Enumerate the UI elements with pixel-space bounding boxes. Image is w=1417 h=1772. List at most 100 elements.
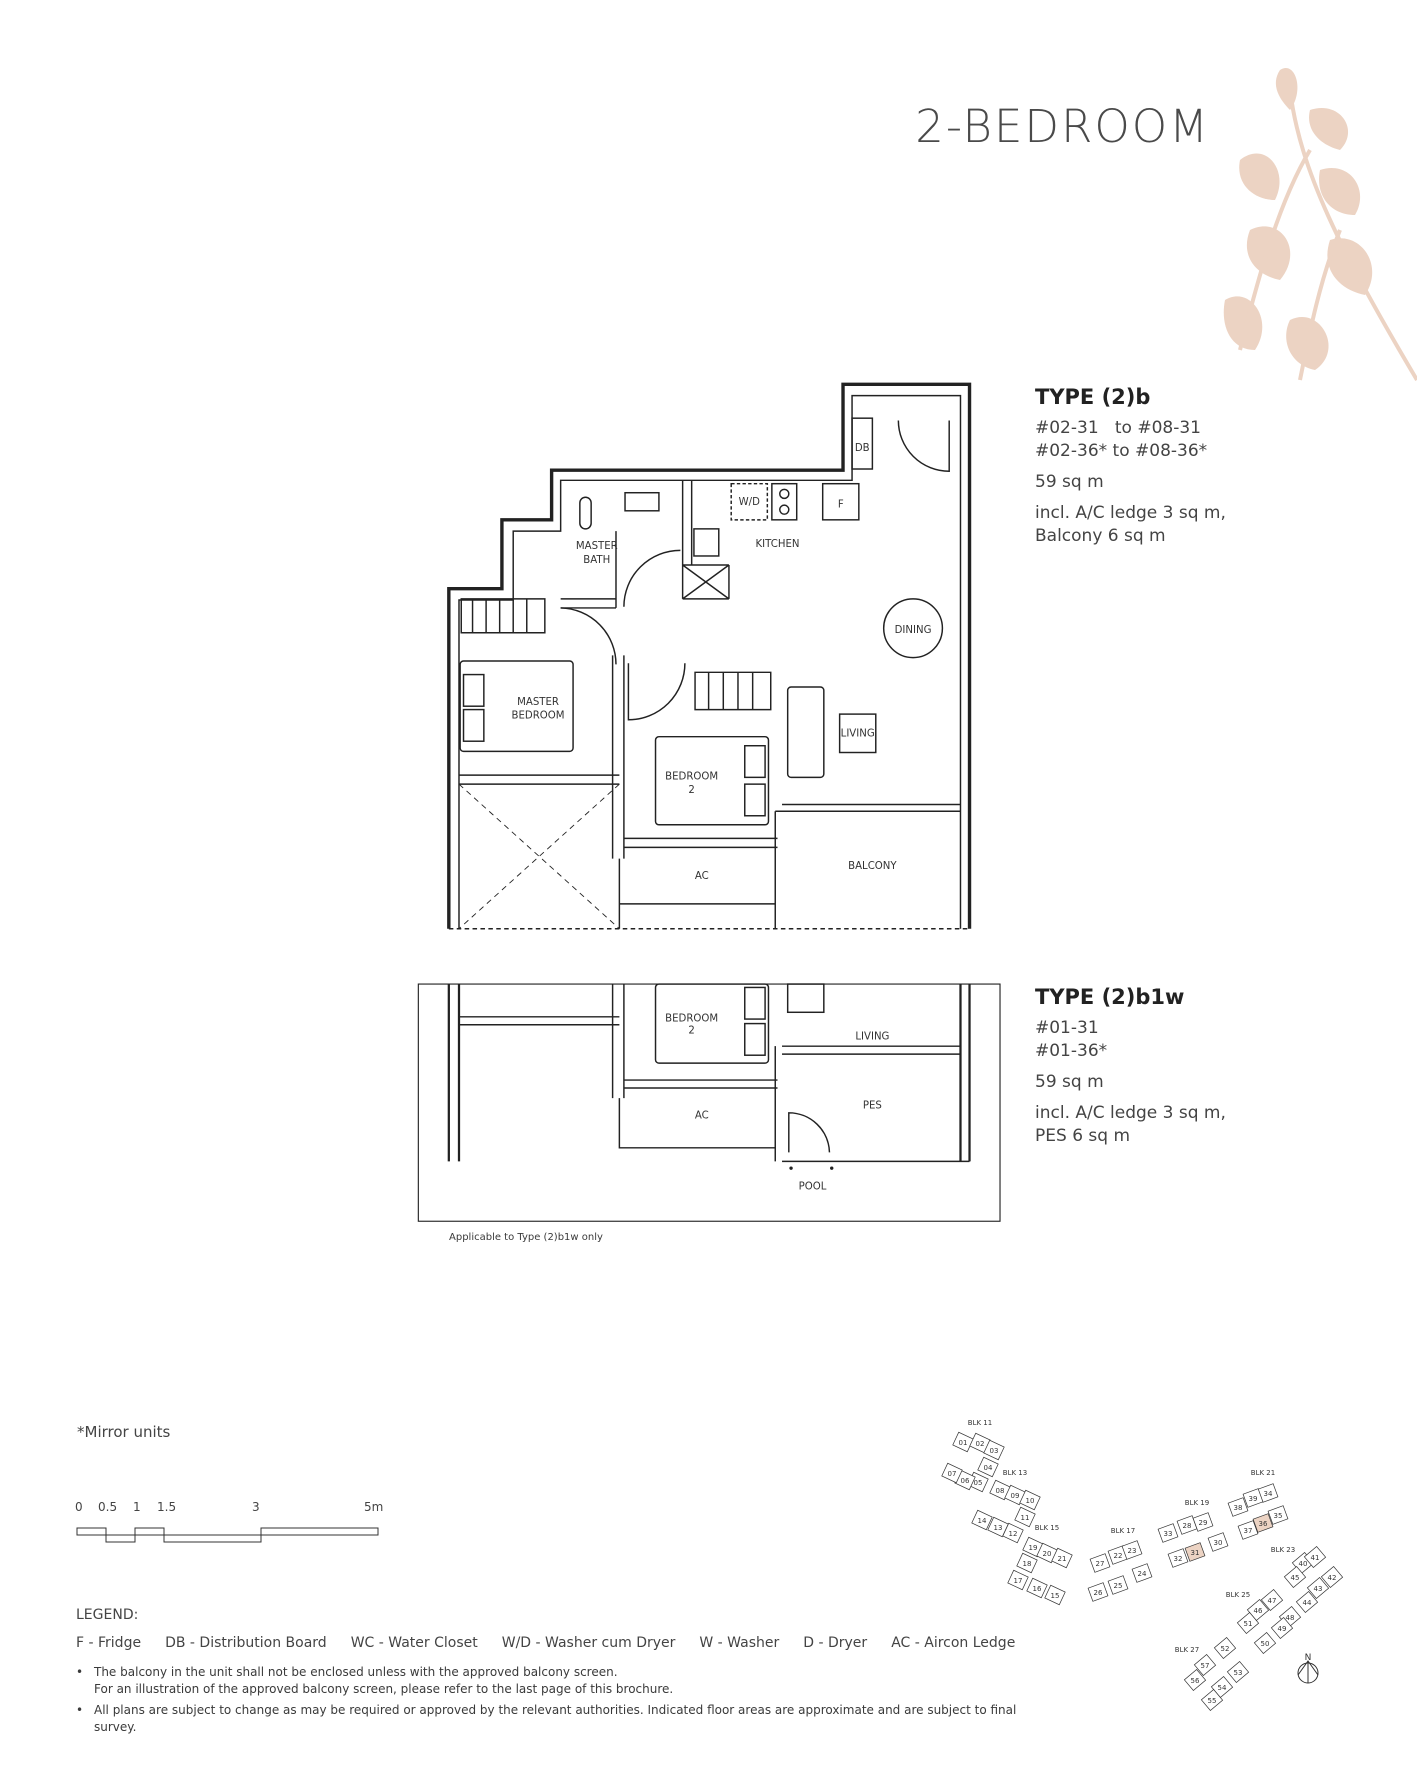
key-plan-unit-51: 51	[1236, 1612, 1260, 1634]
key-plan-unit-03: 03	[983, 1439, 1005, 1461]
svg-text:25: 25	[1114, 1582, 1123, 1590]
svg-text:54: 54	[1218, 1684, 1227, 1692]
key-plan-unit-50: 50	[1253, 1632, 1277, 1654]
legend-item: D - Dryer	[803, 1635, 868, 1651]
svg-text:10: 10	[1026, 1497, 1035, 1505]
svg-text:33: 33	[1164, 1530, 1173, 1538]
key-plan-unit-53: 53	[1226, 1661, 1250, 1683]
legend-heading: LEGEND:	[76, 1607, 139, 1623]
svg-text:20: 20	[1043, 1550, 1052, 1558]
svg-text:47: 47	[1268, 1597, 1277, 1605]
type-name: TYPE (2)b1w	[1035, 985, 1185, 1009]
unit-range: #01-31	[1035, 1018, 1099, 1038]
scale-tick: 5m	[364, 1500, 384, 1514]
area-incl: Balcony 6 sq m	[1035, 526, 1166, 546]
svg-text:53: 53	[1234, 1669, 1243, 1677]
note: All plans are subject to change as may b…	[76, 1702, 1056, 1736]
label-bedroom2: BEDROOM	[665, 772, 718, 783]
key-plan-unit-10: 10	[1019, 1489, 1041, 1511]
unit-range: #02-36* to #08-36*	[1035, 441, 1208, 461]
key-plan-unit-42: 42	[1320, 1566, 1344, 1588]
svg-text:17: 17	[1014, 1577, 1023, 1585]
svg-text:23: 23	[1128, 1547, 1137, 1555]
label-balcony: BALCONY	[848, 861, 897, 872]
key-plan-unit-34: 34	[1257, 1483, 1279, 1503]
legend-item: F - Fridge	[76, 1635, 142, 1651]
floor-plan: DB W/D F MASTER BATH KITCHEN DINING MAST…	[417, 382, 1001, 1222]
svg-text:22: 22	[1114, 1552, 1123, 1560]
area-incl: PES 6 sq m	[1035, 1126, 1131, 1146]
label-master-bedroom: MASTER	[517, 697, 559, 708]
label-living-b1w: LIVING	[855, 1031, 889, 1042]
key-plan-unit-33: 33	[1157, 1523, 1179, 1543]
svg-text:56: 56	[1191, 1677, 1200, 1685]
key-plan-unit-30: 30	[1207, 1532, 1229, 1552]
label-db: DB	[855, 443, 870, 454]
svg-text:40: 40	[1299, 1560, 1308, 1568]
key-plan-block-label: BLK 27	[1175, 1646, 1199, 1654]
floral-decoration	[1223, 68, 1417, 382]
key-plan-unit-49: 49	[1270, 1617, 1294, 1639]
key-plan-unit-31: 31	[1184, 1542, 1206, 1562]
label-pes: PES	[863, 1100, 882, 1111]
svg-text:37: 37	[1244, 1527, 1253, 1535]
svg-text:42: 42	[1328, 1574, 1337, 1582]
note-continued: For an illustration of the approved balc…	[94, 1682, 674, 1696]
key-plan-unit-41: 41	[1303, 1546, 1327, 1568]
key-plan-unit-29: 29	[1192, 1512, 1214, 1532]
key-plan-unit-26: 26	[1087, 1582, 1109, 1602]
key-plan-block-label: BLK 11	[968, 1419, 992, 1427]
key-plan-unit-47: 47	[1260, 1589, 1284, 1611]
svg-text:03: 03	[990, 1447, 999, 1455]
key-plan-unit-15: 15	[1044, 1584, 1066, 1606]
notes: The balcony in the unit shall not be enc…	[76, 1664, 1056, 1736]
svg-text:09: 09	[1011, 1492, 1020, 1500]
svg-text:15: 15	[1051, 1592, 1060, 1600]
label-ac-b1w: AC	[695, 1110, 709, 1121]
scale-tick: 3	[252, 1500, 260, 1514]
label-pool: POOL	[799, 1182, 827, 1193]
key-plan-unit-38: 38	[1227, 1497, 1249, 1517]
scale-tick: 1.5	[157, 1500, 177, 1514]
label-bedroom2-b1w: BEDROOM	[665, 1013, 718, 1024]
label-fridge: F	[838, 499, 844, 510]
legend-item: AC - Aircon Ledge	[891, 1635, 1016, 1651]
svg-text:07: 07	[948, 1470, 957, 1478]
svg-text:48: 48	[1286, 1614, 1295, 1622]
svg-text:24: 24	[1138, 1570, 1147, 1578]
label-wd: W/D	[739, 497, 760, 508]
label-ac: AC	[695, 871, 709, 882]
svg-text:N: N	[1305, 1653, 1312, 1663]
key-plan-unit-16: 16	[1026, 1577, 1048, 1599]
label-living: LIVING	[841, 729, 875, 740]
key-plan-unit-24: 24	[1131, 1563, 1153, 1583]
svg-text:12: 12	[1009, 1530, 1018, 1538]
svg-text:31: 31	[1191, 1549, 1200, 1557]
legend-item: WC - Water Closet	[350, 1635, 478, 1651]
key-plan-unit-07: 07	[941, 1462, 963, 1484]
svg-text:50: 50	[1261, 1640, 1270, 1648]
key-plan-block-label: BLK 25	[1226, 1591, 1250, 1599]
svg-text:13: 13	[994, 1524, 1003, 1532]
svg-text:43: 43	[1314, 1585, 1323, 1593]
note: The balcony in the unit shall not be enc…	[76, 1664, 1056, 1681]
svg-text:04: 04	[984, 1464, 993, 1472]
area-incl: incl. A/C ledge 3 sq m,	[1035, 1103, 1226, 1123]
key-plan-block-label: BLK 19	[1185, 1499, 1209, 1507]
area: 59 sq m	[1035, 1072, 1104, 1092]
key-plan-unit-57: 57	[1193, 1654, 1217, 1676]
scale-tick: 0	[75, 1500, 83, 1514]
svg-text:46: 46	[1254, 1607, 1263, 1615]
key-plan-unit-55: 55	[1200, 1689, 1224, 1711]
key-plan-unit-27: 27	[1089, 1553, 1111, 1573]
key-plan-unit-25: 25	[1107, 1575, 1129, 1595]
svg-text:52: 52	[1221, 1645, 1230, 1653]
key-plan-unit-04: 04	[977, 1456, 999, 1478]
label-bedroom2-num: 2	[688, 785, 694, 796]
svg-text:01: 01	[959, 1439, 968, 1447]
key-plan-unit-32: 32	[1167, 1548, 1189, 1568]
svg-text:55: 55	[1208, 1697, 1217, 1705]
key-plan-unit-36: 36	[1252, 1513, 1274, 1533]
type-2b1w-info: TYPE (2)b1w #01-31 #01-36* 59 sq m incl.…	[1035, 985, 1226, 1148]
